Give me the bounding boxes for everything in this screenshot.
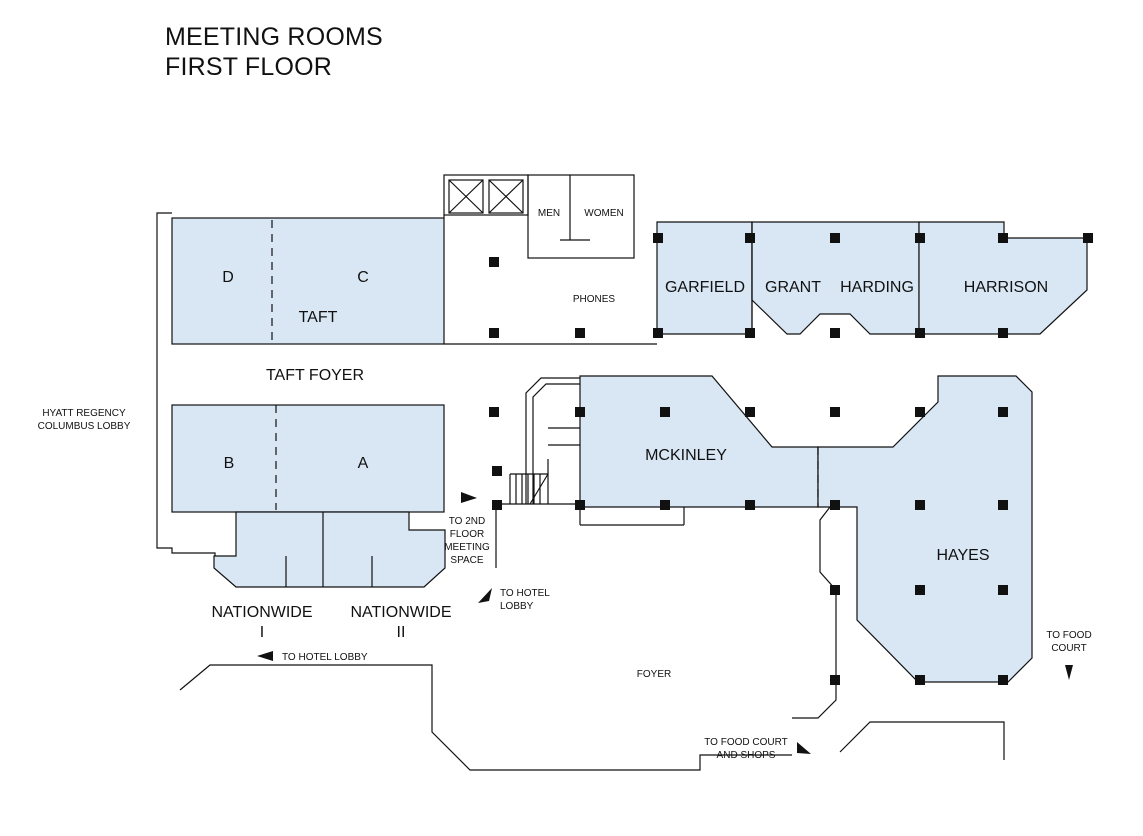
elevator-1 (448, 179, 484, 214)
room-harrison[interactable] (918, 221, 1088, 335)
label-taft-c: C (357, 269, 369, 286)
room-nationwide[interactable] (213, 511, 446, 588)
room-garfield[interactable] (656, 221, 753, 335)
label-lobby-2: COLUMBUS LOBBY (38, 421, 131, 432)
label-garfield: GARFIELD (665, 279, 745, 296)
label-nationwide-2: NATIONWIDE (350, 604, 451, 621)
title-line-1: MEETING ROOMS (165, 23, 383, 51)
label-lobby-1: HYATT REGENCY (42, 408, 126, 419)
room-taft-ab[interactable] (171, 404, 445, 513)
room-taft-cd[interactable] (171, 217, 445, 345)
arrow-up-right-icon (478, 588, 492, 603)
label-mckinley: MCKINLEY (645, 447, 727, 464)
label-2nd-floor-1: TO 2ND (449, 516, 486, 527)
label-taft-d: D (222, 269, 234, 286)
label-hotel-lobby-b: TO HOTEL LOBBY (282, 652, 368, 663)
label-hotel-lobby-a-1: TO HOTEL (500, 588, 550, 599)
label-2nd-floor-2: FLOOR (450, 529, 484, 540)
label-nationwide-1-num: I (260, 624, 264, 641)
title-line-2: FIRST FLOOR (165, 53, 333, 81)
foyer-bottom-wall (179, 664, 792, 771)
arrow-down-icon (1065, 665, 1073, 680)
arrow-right-icon (461, 492, 477, 503)
lobby-corridor-wall (156, 212, 216, 562)
label-foyer: FOYER (637, 669, 671, 680)
map-title: MEETING ROOMS FIRST FLOOR (165, 22, 383, 82)
label-nationwide-1: NATIONWIDE (211, 604, 312, 621)
columns (489, 233, 1093, 685)
label-food-court-shops-2: AND SHOPS (717, 750, 776, 761)
label-food-court-1: TO FOOD (1046, 630, 1091, 641)
label-men: MEN (538, 208, 560, 219)
label-phones: PHONES (573, 294, 616, 305)
elevator-block (443, 174, 529, 216)
label-2nd-floor-4: SPACE (450, 555, 483, 566)
label-taft-a: A (358, 455, 369, 472)
label-harrison: HARRISON (964, 279, 1048, 296)
label-taft-b: B (224, 455, 235, 472)
label-hayes: HAYES (936, 547, 989, 564)
label-food-court-shops-1: TO FOOD COURT (704, 737, 788, 748)
label-harding: HARDING (840, 279, 914, 296)
elevator-2 (488, 179, 524, 214)
label-women: WOMEN (584, 208, 623, 219)
room-mckinley[interactable] (579, 375, 819, 508)
label-taft-foyer: TAFT FOYER (266, 367, 364, 384)
label-2nd-floor-3: MEETING (444, 542, 490, 553)
label-taft: TAFT (299, 309, 338, 326)
room-hayes[interactable] (817, 375, 1033, 683)
restrooms (527, 174, 635, 259)
arrow-left-icon (257, 651, 273, 661)
label-grant: GRANT (765, 279, 821, 296)
label-nationwide-2-num: II (397, 624, 406, 641)
label-hotel-lobby-a-2: LOBBY (500, 601, 534, 612)
arrow-down-right-icon (797, 742, 811, 754)
label-food-court-2: COURT (1051, 643, 1086, 654)
